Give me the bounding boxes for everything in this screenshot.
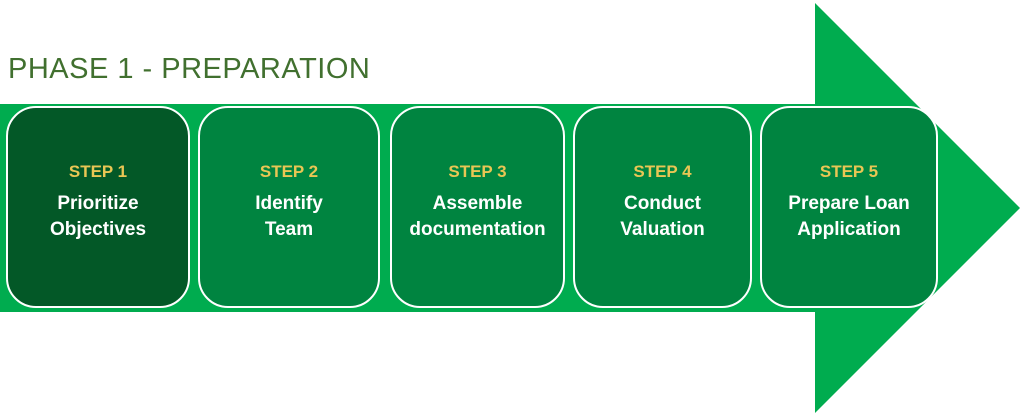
step-1-name-line-2: Objectives (49, 219, 147, 240)
step-2-label: STEP 2 (259, 162, 319, 182)
step-2-name-line-1: Identify (255, 193, 323, 215)
step-1-name: Prioritize Objectives (50, 191, 146, 242)
step-4-name: Conduct Valuation (620, 191, 704, 242)
step-5-name-line-1: Prepare Loan (788, 193, 910, 215)
phase-title: PHASE 1 - PREPARATION (8, 53, 371, 85)
step-5-name: Prepare Loan Application (788, 191, 909, 242)
step-3-name-line-1: Assemble (432, 193, 523, 215)
step-4-label: STEP 4 (633, 162, 692, 182)
step-3-name: Assemble documentation (409, 191, 545, 242)
step-box-3: STEP 3 Assemble documentation (390, 106, 565, 308)
step-4-name-line-1: Conduct (623, 193, 702, 215)
step-1-name-line-1: Prioritize (57, 193, 139, 215)
step-3-label: STEP 3 (448, 162, 507, 182)
step-box-2: STEP 2 Identify Team (198, 106, 380, 308)
step-5-label: STEP 5 (819, 162, 879, 182)
step-5-name-line-2: Application (797, 219, 901, 240)
step-box-5: STEP 5 Prepare Loan Application (760, 106, 938, 308)
step-box-1: STEP 1 Prioritize Objectives (6, 106, 190, 308)
step-2-name: Identify Team (255, 191, 323, 242)
step-3-name-line-2: documentation (409, 219, 546, 240)
step-4-name-line-2: Valuation (620, 219, 705, 240)
step-2-name-line-2: Team (264, 219, 314, 240)
step-box-4: STEP 4 Conduct Valuation (573, 106, 752, 308)
step-1-label: STEP 1 (68, 162, 128, 182)
